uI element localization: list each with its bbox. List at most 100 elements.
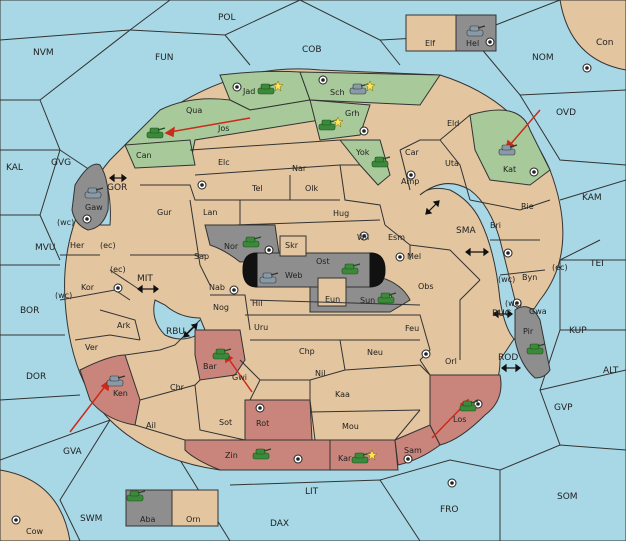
label-car: Car [405, 148, 419, 157]
label-nor: Nor [224, 242, 239, 251]
label-bri: Bri [490, 221, 501, 230]
passage-mit [137, 284, 159, 294]
label-som: SOM [557, 492, 578, 502]
coast-byn-wc: (wc) [498, 275, 515, 284]
label-chp: Chp [299, 347, 315, 356]
label-mel: Mel [407, 252, 421, 261]
label-orn: Orn [186, 515, 201, 524]
label-feu: Feu [405, 324, 419, 333]
label-kup: KUP [569, 326, 587, 336]
label-can: Can [136, 151, 152, 160]
label-swm: SWM [80, 514, 102, 524]
passage-gor [109, 173, 127, 183]
label-olk: Olk [305, 184, 319, 193]
label-sch: Sch [330, 88, 345, 97]
label-pol: POL [218, 13, 236, 23]
label-nar: Nar [292, 164, 307, 173]
label-orl: Orl [445, 357, 457, 366]
sea-sma[interactable] [419, 183, 521, 341]
black-cap-right [369, 252, 386, 288]
label-rod: ROD [498, 353, 518, 363]
label-ost: Ost [316, 257, 330, 266]
coast-gaw-wc: (wc) [57, 218, 74, 227]
label-wil: Wil [357, 233, 369, 242]
label-zin: Zin [225, 451, 238, 460]
label-sam: Sam [404, 446, 422, 455]
coast-kor-wc: (wc) [55, 291, 72, 300]
region-elf[interactable] [405, 14, 457, 52]
label-jad: Jad [242, 87, 255, 96]
label-elc: Elc [218, 158, 230, 167]
passage-sma-nw [425, 200, 440, 215]
label-gvg: GVG [51, 158, 71, 168]
label-hug: Hug [333, 209, 349, 218]
label-web: Web [285, 271, 302, 280]
label-kat: Kat [503, 165, 516, 174]
label-kaa: Kaa [335, 390, 350, 399]
label-fro: FRO [440, 505, 459, 515]
label-mvu: MVU [35, 243, 56, 253]
label-gwi: Gwi [232, 373, 247, 382]
label-grh: Grh [345, 109, 359, 118]
label-nil: Nil [315, 369, 325, 378]
order-arrows [69, 109, 541, 439]
label-rot: Rot [256, 419, 269, 428]
label-esm: Esm [388, 233, 405, 242]
label-nvm: NVM [33, 48, 54, 58]
label-eun: Eun [325, 295, 340, 304]
label-rie: Rie [521, 202, 534, 211]
label-neu: Neu [367, 348, 383, 357]
label-nom: NOM [532, 53, 554, 63]
label-pir: Pir [523, 327, 534, 336]
inner-borders [59, 114, 551, 441]
label-kar: Kar [338, 454, 352, 463]
label-uta: Uta [445, 159, 459, 168]
label-chr: Chr [170, 383, 185, 392]
label-kal: KAL [6, 163, 23, 173]
label-kam: KAM [582, 193, 602, 203]
label-hil: Hil [252, 299, 262, 308]
label-fun: FUN [155, 53, 174, 63]
label-gur: Gur [157, 208, 172, 217]
passage-arrows [109, 173, 521, 373]
label-her: Her [70, 241, 85, 250]
passage-buc [493, 309, 513, 319]
label-nab: Nab [209, 283, 225, 292]
coast-kor-ec: (ec) [110, 265, 126, 274]
label-kor: Kor [81, 283, 95, 292]
label-tei: TEI [589, 259, 604, 269]
label-mit: MIT [137, 274, 153, 284]
label-sot: Sot [219, 418, 232, 427]
region-eun[interactable] [317, 277, 347, 307]
label-con: Con [596, 38, 614, 48]
label-dax: DAX [270, 519, 289, 529]
region-yok[interactable] [338, 139, 391, 186]
coast-gwa-wc: (wc) [505, 299, 522, 308]
passage-sma [465, 247, 489, 257]
label-ark: Ark [117, 321, 131, 330]
label-gva: GVA [63, 447, 83, 457]
label-cow: Cow [26, 527, 43, 536]
region-orn[interactable] [171, 489, 219, 527]
label-lan: Lan [203, 208, 217, 217]
label-bar: Bar [203, 362, 217, 371]
region-ken[interactable] [79, 354, 141, 426]
label-gaw: Gaw [85, 203, 103, 212]
label-dor: DOR [26, 372, 46, 382]
labels: POL COB FUN NVM NOM Con Elf Hel OVD KAL … [6, 13, 619, 536]
label-ver: Ver [85, 343, 99, 352]
supply-centers [11, 37, 592, 525]
region-skr[interactable] [279, 235, 307, 257]
region-pir[interactable] [514, 306, 551, 379]
label-ovd: OVD [556, 108, 576, 118]
passage-rod [501, 363, 521, 373]
label-byn: Byn [522, 273, 537, 282]
label-alt: ALT [603, 366, 619, 376]
label-ken: Ken [113, 389, 128, 398]
label-skr: Skr [285, 241, 299, 250]
label-buc: BUC [492, 309, 511, 319]
label-nog: Nog [213, 303, 229, 312]
region-can[interactable] [124, 139, 196, 169]
label-ail: Ail [146, 421, 156, 430]
